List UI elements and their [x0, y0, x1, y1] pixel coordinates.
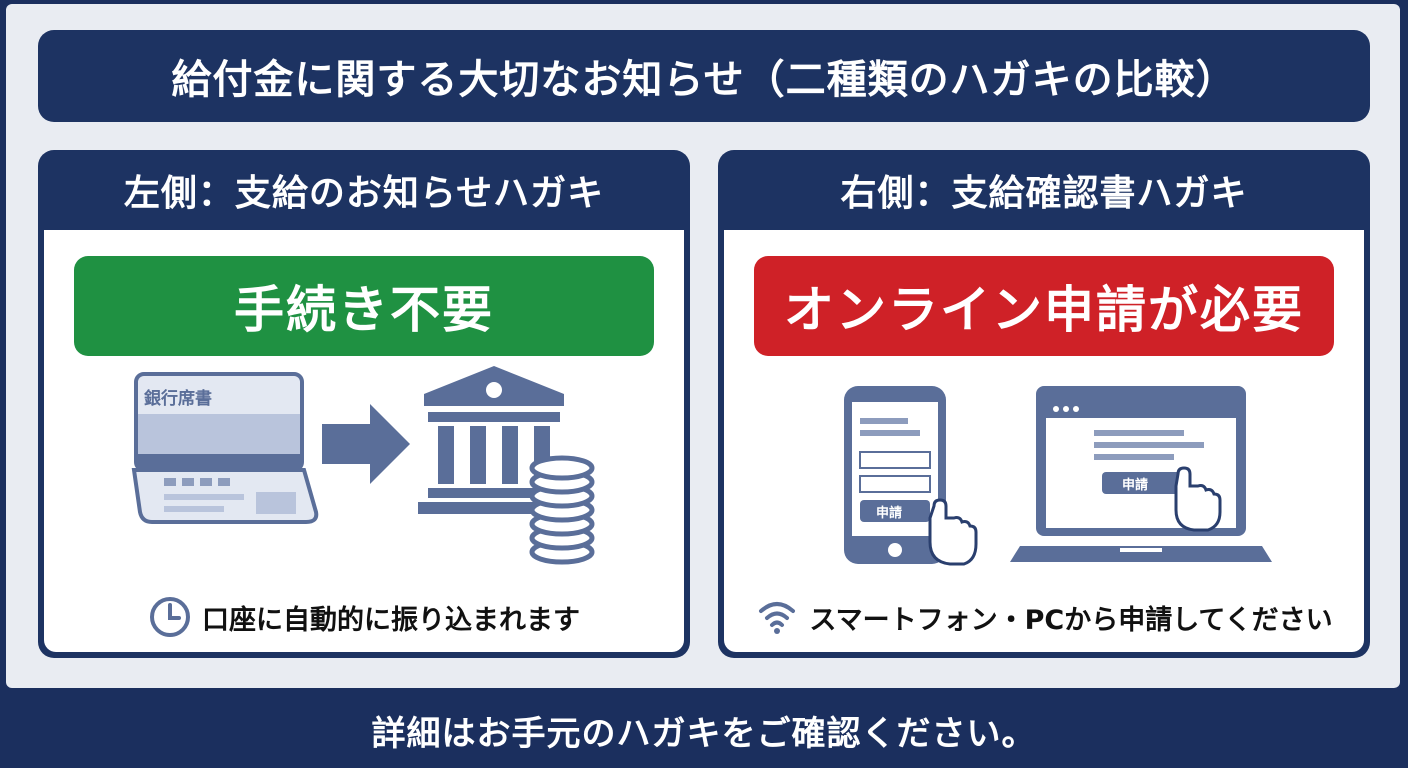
left-caption: 口座に自動的に振り込まれます [44, 592, 684, 642]
online-application-badge: オンライン申請が必要 [754, 256, 1334, 356]
online-application-illustration: 申請 申請 [844, 386, 1272, 566]
clock-icon [148, 595, 192, 639]
right-caption-text: スマートフォン・PCから申請してください [809, 604, 1333, 636]
right-caption: スマートフォン・PCから申請してください [724, 592, 1364, 642]
pointing-hand-icon [928, 498, 978, 566]
passbook-icon: 銀行席書 [131, 372, 319, 524]
wifi-icon [755, 595, 799, 639]
arrow-right-icon [322, 404, 410, 484]
laptop-icon: 申請 [1010, 386, 1272, 562]
right-panel-heading: 右側：支給確認書ハガキ [840, 173, 1248, 214]
footer-note: 詳細はお手元のハガキをご確認ください。 [371, 713, 1037, 754]
left-panel-body: 手続き不要 銀行席書 [44, 230, 684, 652]
smartphone-icon: 申請 [844, 386, 946, 564]
phone-apply-button: 申請 [876, 505, 902, 521]
passbook-label: 銀行席書 [144, 388, 212, 409]
no-procedure-badge: 手続き不要 [74, 256, 654, 356]
page-title: 給付金に関する大切なお知らせ（二種類のハガキの比較） [38, 30, 1370, 122]
bank-transfer-illustration: 銀行席書 [131, 366, 595, 565]
left-panel-heading: 左側：支給のお知らせハガキ [123, 173, 605, 214]
pointing-hand-icon [1174, 466, 1222, 532]
left-panel: 左側：支給のお知らせハガキ 手続き不要 銀行席書 [38, 150, 690, 658]
coin-stack-icon [529, 455, 595, 565]
right-panel-body: オンライン申請が必要 申請 [724, 230, 1364, 652]
left-caption-text: 口座に自動的に振り込まれます [202, 604, 580, 636]
laptop-apply-button: 申請 [1122, 477, 1148, 493]
right-panel: 右側：支給確認書ハガキ オンライン申請が必要 申請 [718, 150, 1370, 658]
